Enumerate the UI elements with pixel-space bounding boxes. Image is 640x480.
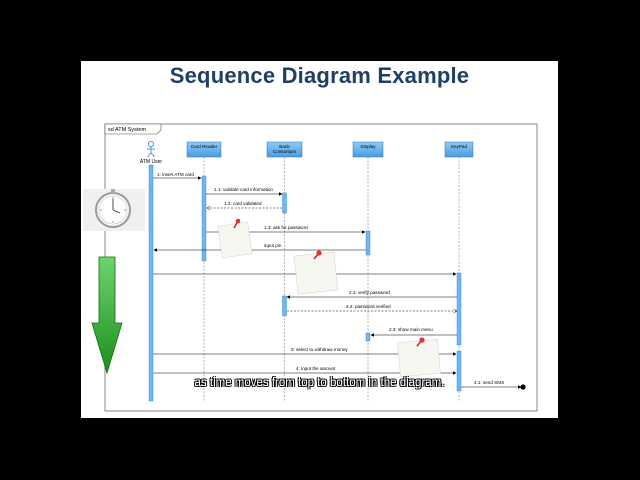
message-label: 1.2: card validated	[224, 201, 262, 206]
lifeline-label-keypad: KeyPad	[451, 144, 468, 149]
message-label: 1: insert ATM card	[157, 172, 194, 177]
activation-bars	[148, 164, 462, 402]
sticky-note-icon	[293, 250, 339, 295]
subtitle-caption: as time moves from top to bottom in the …	[194, 377, 445, 389]
lifeline-label-card-reader: Card Reader	[191, 144, 218, 149]
frame-label: sd ATM System	[108, 127, 147, 133]
message-label: 4: input the amount	[296, 366, 336, 371]
slide: Sequence Diagram Example sd ATM System	[81, 61, 558, 418]
lifeline-label-display: Display	[360, 144, 376, 149]
slide-title: Sequence Diagram Example	[169, 63, 470, 88]
frame-label-box	[104, 123, 162, 135]
sticky-note-icon	[397, 337, 441, 378]
message-label: input pin	[264, 243, 282, 248]
lost-message-endpoint	[520, 384, 526, 390]
message-label: 2.1: verify password	[349, 290, 390, 295]
message-label: 3: select to withdraw money	[291, 347, 348, 352]
message-label: 2.3: show main menu	[389, 327, 433, 332]
message-label: 4.1: send SMS	[474, 380, 504, 385]
sticky-note-icon	[217, 218, 253, 259]
message-label: 1.3: ask for password	[264, 225, 308, 230]
message-label: 1.1: validate card information	[214, 187, 273, 192]
message-label: 2.2: password verified	[346, 304, 391, 309]
stopwatch-icon	[83, 189, 145, 231]
down-arrow-icon	[91, 256, 123, 375]
actor-stick-figure	[147, 141, 155, 158]
message-labels: 1: insert ATM card 1.1: validate card in…	[157, 172, 504, 385]
actor-label: ATM User	[140, 159, 162, 165]
